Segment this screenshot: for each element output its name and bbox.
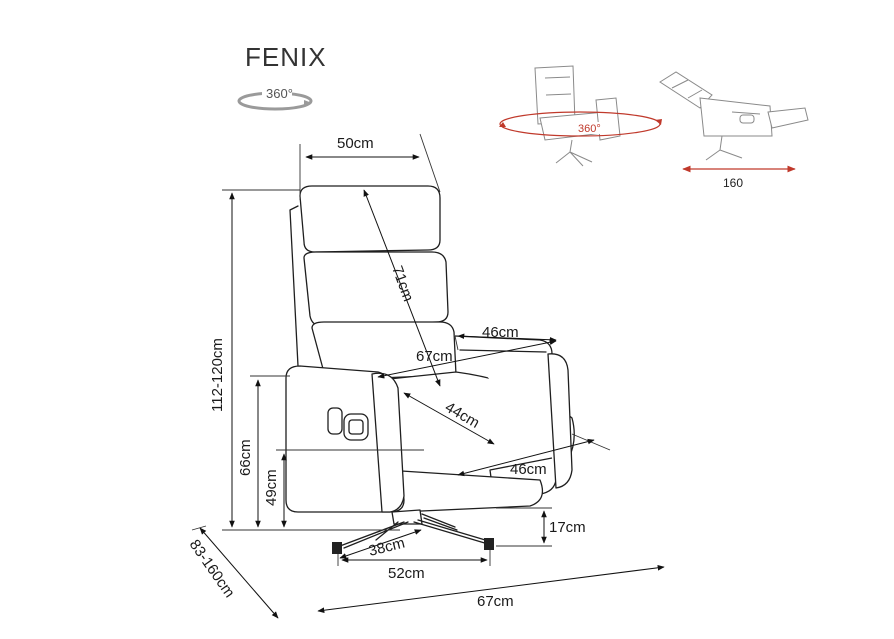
dim-arm-height: 66cm bbox=[237, 439, 254, 476]
dim-total-depth: 83-160cm bbox=[186, 537, 238, 601]
dim-base-width: 52cm bbox=[388, 565, 425, 582]
recline-length-label: 160 bbox=[723, 176, 743, 190]
dim-base-depth: 38cm bbox=[367, 535, 407, 560]
thumbnail-swivel: 360° bbox=[499, 65, 662, 167]
dim-seat-height: 49cm bbox=[263, 469, 280, 506]
swivel-base bbox=[332, 509, 494, 554]
dim-inner-width: 67cm bbox=[416, 348, 453, 365]
chair-drawing bbox=[285, 185, 575, 554]
thumbnail-reclined: 160 bbox=[659, 71, 809, 190]
dim-total-width: 67cm bbox=[477, 593, 514, 610]
rotate-360-icon: 360° bbox=[237, 86, 313, 111]
dim-back-width: 50cm bbox=[337, 135, 374, 152]
dim-seat-width: 46cm bbox=[510, 461, 547, 478]
product-title: FENIX bbox=[245, 42, 327, 72]
recline-control-icon bbox=[327, 407, 369, 441]
dim-base-height: 17cm bbox=[549, 519, 586, 536]
thumbnail-rotate-label: 360° bbox=[578, 123, 601, 135]
backrest-middle-cushion bbox=[303, 251, 449, 327]
dimension-lines bbox=[191, 133, 665, 619]
backrest-top-cushion bbox=[299, 185, 441, 253]
dim-total-height: 112-120cm bbox=[209, 338, 226, 412]
dim-armrest-depth: 46cm bbox=[482, 324, 519, 341]
rotate-360-label: 360° bbox=[266, 86, 293, 101]
